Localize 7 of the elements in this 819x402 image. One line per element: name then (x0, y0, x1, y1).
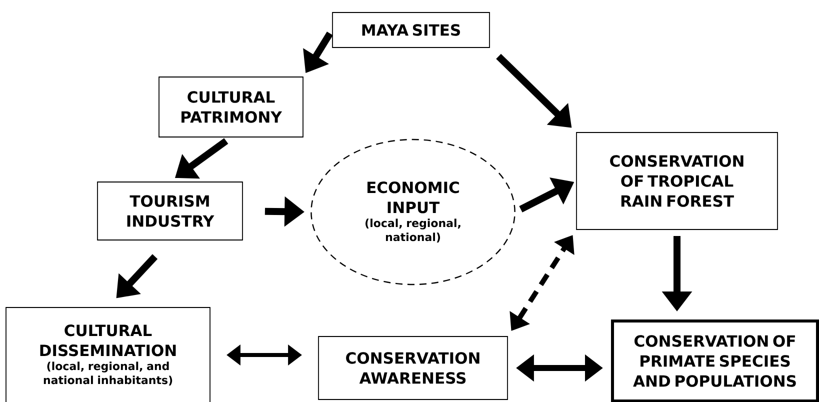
process-box: CULTURAL PATRIMONY (158, 76, 304, 138)
process-box: CONSERVATION AWARENESS (318, 336, 508, 400)
process-box: CONSERVATION OF TROPICAL RAIN FOREST (576, 132, 778, 230)
process-box: TOURISM INDUSTRY (97, 182, 243, 240)
process-box: MAYA SITES (332, 12, 490, 48)
process-box: CULTURAL DISSEMINATION (local, regional, and national inhabitants) (6, 307, 210, 402)
process-box: CONSERVATION OF PRIMATE SPECIES AND POPULATIONS (611, 320, 819, 402)
